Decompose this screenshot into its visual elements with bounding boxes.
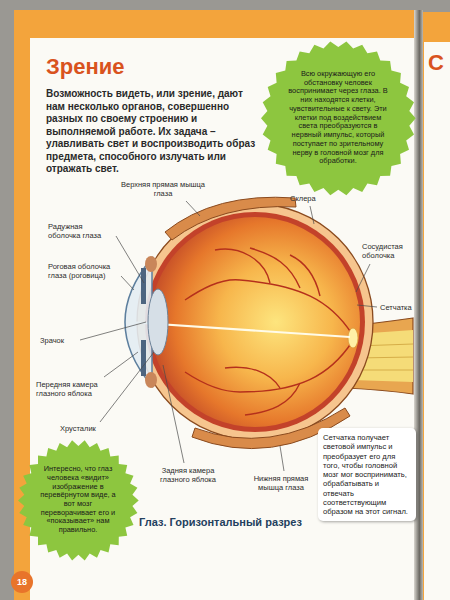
leader-line xyxy=(80,322,146,340)
node-body: Интересно, что глаз человека «видит» изо… xyxy=(39,465,117,535)
note-text: Сетчатка получает световой импульс и пре… xyxy=(323,433,411,516)
anterior-segment xyxy=(125,256,168,388)
iris xyxy=(141,340,146,376)
node-body: Сетчатка получает световой импульс и пре… xyxy=(323,433,411,516)
leader-line xyxy=(104,352,138,377)
head-slot-slot: Глаз. Горизонтальный разрез xyxy=(138,516,303,529)
head-slot-slot: Зрение xyxy=(46,54,125,80)
page-number: 18 xyxy=(11,571,33,593)
vessel xyxy=(240,342,352,392)
upper-muscle xyxy=(165,197,296,240)
part-label: Верхняя прямая мышца глаза xyxy=(118,180,208,198)
label-slot-slot: Нижняя прямая мышца глаза xyxy=(245,474,317,492)
leader-line xyxy=(280,446,284,471)
note-box: Сетчатка получает световой импульс и пре… xyxy=(318,428,416,521)
leader-line xyxy=(121,276,134,290)
next-page-ground xyxy=(424,42,450,600)
choroid xyxy=(145,212,365,432)
part-label: Зрачок xyxy=(40,336,78,345)
vessel xyxy=(245,383,300,415)
iris xyxy=(141,268,146,304)
starburst-fill xyxy=(18,440,139,560)
note-text: Интересно, что глаз человека «видит» изо… xyxy=(39,465,117,535)
next-page-title: С xyxy=(428,50,448,76)
label-slot-slot: Радужная оболочка глаза xyxy=(48,222,112,240)
node-body: Всю окружающую его обстановку человек во… xyxy=(288,70,388,166)
vessel xyxy=(240,280,352,334)
leader-line xyxy=(356,264,370,292)
page-title: Зрение xyxy=(46,54,125,80)
node-body: 18 xyxy=(11,577,33,588)
part-label: Сосудистая оболочка xyxy=(362,242,416,260)
leader-line xyxy=(163,365,184,463)
vessel xyxy=(290,255,320,296)
vessel xyxy=(185,280,240,300)
next-page-frame xyxy=(422,12,450,600)
eyeball xyxy=(128,204,373,440)
label-slot-slot: Задняя камера глазного яблока xyxy=(158,466,218,484)
leader-line xyxy=(116,236,144,283)
label-slot-slot: Хрусталик xyxy=(60,424,110,433)
label-slot-slot: Передняя камера глазного яблока xyxy=(36,380,108,398)
part-label: Передняя камера глазного яблока xyxy=(36,380,108,398)
part-label: Роговая оболочка глаза (роговица) xyxy=(48,262,120,280)
label-slot-slot: Роговая оболочка глаза (роговица) xyxy=(48,262,120,280)
starburst-fill xyxy=(261,41,416,195)
fact-starburst: Всю окружающую его обстановку человек во… xyxy=(260,40,417,197)
leader-line xyxy=(310,206,314,224)
label-slot-slot: Сосудистая оболочка xyxy=(362,242,416,260)
label-slot-slot: Склера xyxy=(290,194,330,203)
figure-caption: Глаз. Горизонтальный разрез xyxy=(138,516,303,529)
label-slot-slot: Зрачок xyxy=(40,336,78,345)
leader-line xyxy=(186,201,200,216)
page-frame xyxy=(14,10,418,600)
label-slot-slot: Верхняя прямая мышца глаза xyxy=(118,180,208,198)
part-label: Сетчатка xyxy=(380,303,420,312)
part-label: Склера xyxy=(290,194,330,203)
ciliary-body xyxy=(145,256,157,272)
note-text: Всю окружающую его обстановку человек во… xyxy=(288,70,388,166)
lens xyxy=(148,289,168,355)
vessel xyxy=(215,249,270,283)
part-label: Задняя камера глазного яблока xyxy=(158,466,218,484)
intro-text: Возможность видеть, или зрение, дают нам… xyxy=(46,88,260,176)
retina xyxy=(150,217,360,427)
label-slot-slot: Сетчатка xyxy=(380,303,420,312)
label-slot-slot: С xyxy=(428,50,448,76)
part-label: Радужная оболочка глаза xyxy=(48,222,112,240)
vessel xyxy=(250,248,300,288)
leader-line xyxy=(357,305,377,307)
part-label: Хрусталик xyxy=(60,424,110,433)
leader-line xyxy=(100,352,154,422)
ciliary-body xyxy=(145,372,157,388)
vessel xyxy=(185,372,240,392)
fact-starburst: Интересно, что глаз человека «видит» изо… xyxy=(17,439,140,562)
label-slot-slot: Возможность видеть, или зрение, дают нам… xyxy=(46,88,260,176)
page-number-text: 18 xyxy=(11,577,33,588)
part-label: Нижняя прямая мышца глаза xyxy=(245,474,317,492)
page-ground xyxy=(30,38,416,600)
vessel xyxy=(225,367,280,388)
